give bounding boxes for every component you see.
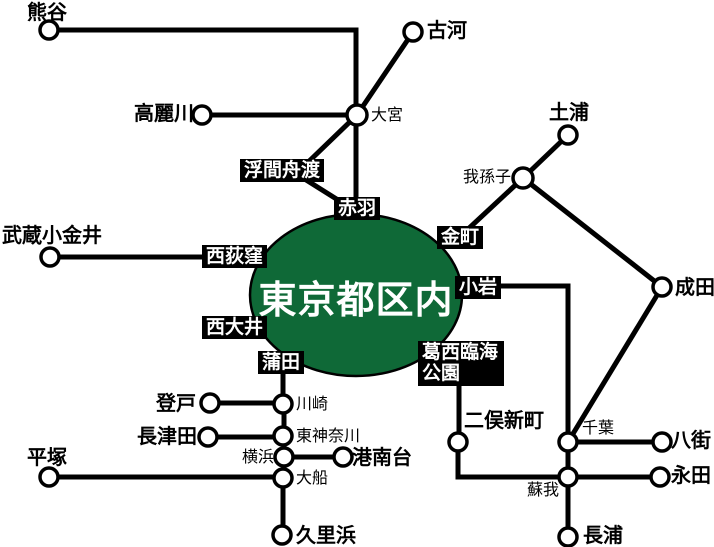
station-node-chiba <box>557 431 579 453</box>
station-node-soga <box>557 466 579 488</box>
station-label-nagata: 永田 <box>671 463 711 487</box>
station-label-kanamachi: 金町 <box>437 226 484 250</box>
station-label-soga: 蘇我 <box>527 480 560 499</box>
station-node-higashi-kanagawa <box>272 425 294 447</box>
station-label-musashi-koganei: 武蔵小金井 <box>2 223 102 247</box>
station-label-kumagaya: 熊谷 <box>27 0 67 24</box>
station-node-koga <box>402 21 424 43</box>
station-label-hiratsuka: 平塚 <box>27 445 67 469</box>
station-label-koiwa: 小岩 <box>455 276 502 300</box>
station-label-kurihama: 久里浜 <box>296 523 356 547</box>
rail-segment-narita-chiba <box>565 285 665 444</box>
station-label-abiko: 我孫子 <box>463 167 512 186</box>
station-node-yokohama <box>273 446 295 468</box>
station-label-noborito: 登戸 <box>156 391 196 415</box>
station-label-ofuna: 大船 <box>296 468 329 487</box>
station-label-tsuchiura: 土浦 <box>549 100 589 124</box>
station-node-futamata-shinmachi <box>447 431 469 453</box>
station-node-abiko <box>511 166 535 190</box>
station-node-kawasaki <box>272 393 294 415</box>
station-label-komagawa: 高麗川 <box>134 101 194 125</box>
station-label-kasai-rinkai-koen: 葛西臨海公園 <box>418 341 504 386</box>
station-node-omiya <box>345 103 369 127</box>
rail-segment-abiko-kanamachi <box>464 176 525 233</box>
station-label-koga: 古河 <box>427 18 467 42</box>
station-node-nagatsuta <box>197 426 219 448</box>
rail-segment-kumagaya-omiya-akabane <box>49 27 359 201</box>
station-label-kawasaki: 川崎 <box>296 394 329 413</box>
station-node-nagata <box>649 466 671 488</box>
station-node-kumagaya <box>38 19 60 41</box>
station-node-komagawa <box>191 104 213 126</box>
rail-segment-futamata-soga <box>455 442 568 480</box>
station-label-kamata: 蒲田 <box>258 351 305 375</box>
station-label-nagatsuta: 長津田 <box>137 424 197 448</box>
station-label-futamata-shinmachi: 二俣新町 <box>464 408 544 432</box>
station-label-akabane: 赤羽 <box>334 197 381 221</box>
station-label-chiba: 千葉 <box>582 418 615 437</box>
station-node-hiratsuka <box>38 466 60 488</box>
station-node-yachimata <box>651 431 673 453</box>
station-node-ofuna <box>272 467 294 489</box>
station-node-musashi-koganei <box>39 246 61 268</box>
station-label-narita: 成田 <box>675 275 714 299</box>
station-label-yachimata: 八街 <box>671 428 711 452</box>
station-node-narita <box>651 276 673 298</box>
station-node-kurihama <box>271 524 293 546</box>
rail-segment-abiko-narita <box>521 176 664 289</box>
station-label-higashi-kanagawa: 東神奈川 <box>296 426 361 445</box>
station-label-konandai: 港南台 <box>352 445 412 469</box>
station-label-ukima-funado: 浮間舟渡 <box>240 159 325 183</box>
station-node-nagaura <box>557 526 579 547</box>
station-node-noborito <box>199 392 221 414</box>
station-label-nishi-ogikubo: 西荻窪 <box>202 245 268 269</box>
rail-segment-koiwa-chiba <box>497 283 571 442</box>
zone-title: 東京都区内 <box>258 278 454 322</box>
station-label-yokohama: 横浜 <box>242 447 275 466</box>
station-label-omiya: 大宮 <box>371 105 404 124</box>
rail-segment-koga-omiya <box>354 30 416 117</box>
station-node-tsuchiura <box>557 124 579 146</box>
station-node-konandai <box>332 446 354 468</box>
station-label-nishi-oi: 西大井 <box>202 316 268 340</box>
station-label-nagaura: 長浦 <box>583 523 623 547</box>
